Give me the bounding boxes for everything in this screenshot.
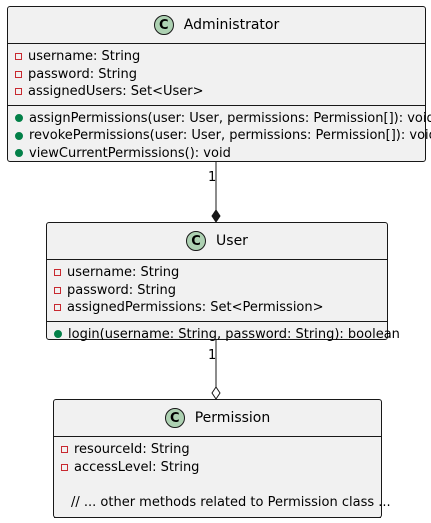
class-name: Administrator: [183, 17, 280, 33]
attribute-row: assignedPermissions: Set<Permission>: [54, 299, 387, 317]
method-row: revokePermissions(user: User, permission…: [15, 127, 431, 145]
comment-text: // ... other methods related to Permissi…: [71, 494, 391, 510]
attribute-row: resourceId: String: [61, 441, 381, 459]
method-text: login(username: String, password: String…: [68, 326, 400, 342]
class-name: Permission: [194, 410, 271, 426]
methods-section: assignPermissions(user: User, permission…: [8, 106, 431, 167]
method-row: assignPermissions(user: User, permission…: [15, 110, 431, 128]
public-icon: [15, 149, 23, 158]
attribute-text: username: String: [67, 265, 180, 280]
method-text: viewCurrentPermissions(): void: [29, 145, 231, 161]
aggregation-diamond: [211, 386, 221, 400]
spacer: [61, 476, 381, 494]
private-icon: [54, 286, 61, 294]
method-row: viewCurrentPermissions(): void: [15, 145, 425, 163]
method-text: revokePermissions(user: User, permission…: [29, 128, 431, 143]
private-icon: [15, 70, 22, 78]
attribute-text: username: String: [28, 49, 141, 64]
public-icon: [15, 114, 23, 123]
class-user[interactable]: C User username: String password: String…: [46, 222, 400, 342]
attributes-section: username: String password: String assign…: [47, 260, 387, 322]
attribute-row: password: String: [54, 282, 387, 300]
attribute-text: resourceId: String: [74, 442, 190, 457]
multiplicity-admin-user: 1: [208, 170, 217, 185]
attribute-text: assignedUsers: Set<User>: [28, 84, 204, 99]
method-row: login(username: String, password: String…: [54, 326, 400, 344]
class-stereotype-icon: C: [186, 231, 207, 251]
class-permission[interactable]: C Permission resourceId: String accessLe…: [53, 399, 391, 521]
attribute-text: password: String: [67, 282, 177, 298]
attributes-section: resourceId: String accessLevel: String /…: [54, 437, 391, 518]
private-icon: [61, 446, 68, 454]
class-administrator[interactable]: C Administrator username: String passwor…: [7, 6, 431, 162]
attribute-text: accessLevel: String: [74, 459, 200, 475]
class-stereotype-icon: C: [164, 408, 185, 428]
class-header: C Administrator: [8, 7, 425, 44]
attributes-section: username: String password: String assign…: [8, 44, 425, 106]
class-header: C Permission: [54, 400, 381, 437]
attribute-text: password: String: [28, 66, 138, 82]
attribute-row: username: String: [15, 48, 425, 66]
private-icon: [54, 304, 61, 312]
class-stereotype-icon: C: [153, 15, 174, 35]
attribute-row: password: String: [15, 66, 425, 84]
private-icon: [15, 53, 22, 61]
attribute-text: assignedPermissions: Set<Permission>: [67, 300, 324, 315]
methods-section: [54, 518, 381, 521]
composition-diamond: [211, 209, 221, 223]
public-icon: [15, 131, 23, 140]
methods-section: login(username: String, password: String…: [47, 322, 400, 348]
private-icon: [15, 88, 22, 96]
attribute-row: username: String: [54, 264, 387, 282]
attribute-row: accessLevel: String: [61, 459, 381, 477]
private-icon: [54, 269, 61, 277]
method-text: assignPermissions(user: User, permission…: [29, 110, 431, 126]
private-icon: [61, 463, 68, 471]
multiplicity-user-permission: 1: [208, 348, 217, 363]
class-header: C User: [47, 223, 387, 260]
class-name: User: [216, 233, 248, 249]
attribute-row: assignedUsers: Set<User>: [15, 83, 425, 101]
public-icon: [54, 330, 62, 339]
